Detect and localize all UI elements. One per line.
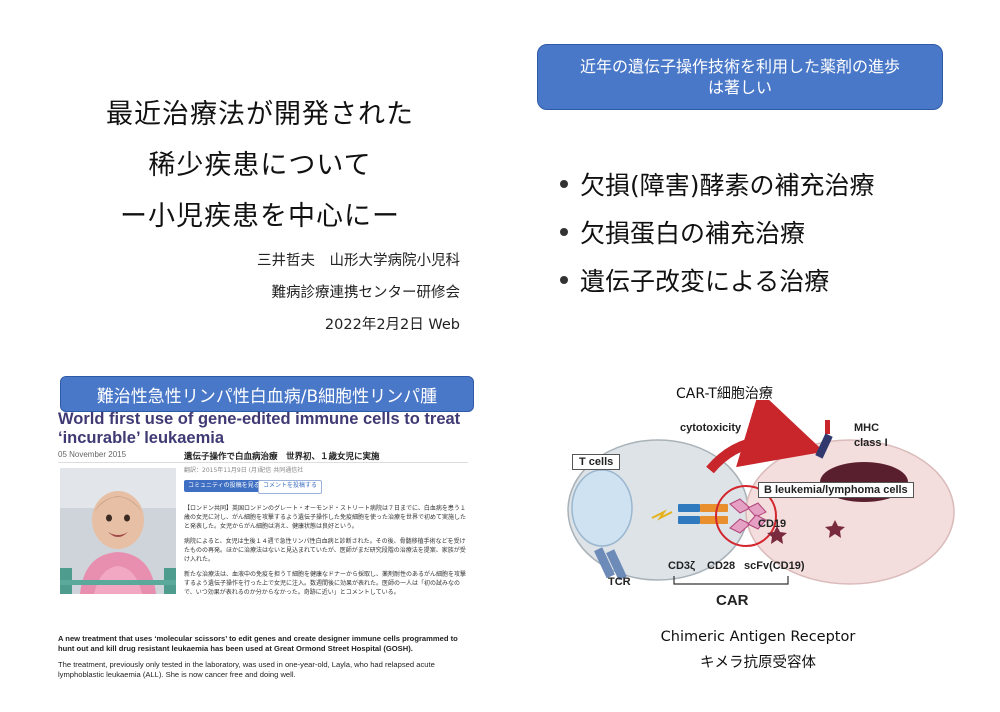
- title-line-3: ー小児疾患を中心にー: [120, 201, 400, 232]
- list-item: 欠損蛋白の補充治療: [560, 208, 875, 256]
- paragraph: 新たな治療法は、血液中の免疫を担うＴ細胞を健康なドナーから採取し、薬剤耐性のある…: [184, 571, 467, 596]
- cd28-label: CD28: [707, 560, 736, 572]
- en-article-body: A new treatment that uses ‘molecular sci…: [58, 634, 472, 686]
- news-article: World first use of gene-edited immune ce…: [44, 404, 476, 690]
- event-date: 2022年2月2日 Web: [324, 317, 460, 333]
- community-posts-button[interactable]: コミュニティの投稿を見る: [184, 480, 264, 492]
- event-name: 難病診療連携センター研修会: [271, 285, 461, 301]
- class-i-label: class I: [854, 437, 888, 449]
- title-line-1: 最近治療法が開発された: [106, 99, 414, 130]
- article-banner: 難治性急性リンパ性白血病/B細胞性リンパ腫: [60, 376, 474, 412]
- bullet-icon: [560, 228, 568, 236]
- jp-article-body: 【ロンドン共同】英国ロンドンのグレート・オーモンド・ストリート病院は７日までに、…: [184, 504, 470, 603]
- list-item: 欠損(障害)酵素の補充治療: [560, 160, 875, 208]
- post-comment-button[interactable]: コメントを投稿する: [258, 480, 323, 494]
- car-caption-jp: キメラ抗原受容体: [700, 655, 816, 671]
- patient-photo: [60, 468, 176, 594]
- list-item: 遺伝子改変による治療: [560, 256, 875, 304]
- callout-line-1: 近年の遺伝子操作技術を利用した薬剤の進歩: [579, 57, 900, 76]
- paragraph: A new treatment that uses ‘molecular sci…: [58, 634, 458, 653]
- cd3z-label: CD3ζ: [668, 560, 696, 572]
- callout-box: 近年の遺伝子操作技術を利用した薬剤の進歩 は著しい: [537, 44, 943, 110]
- car-t-diagram: T cells cytotoxicity MHC class I B leuke…: [560, 400, 960, 640]
- title-line-2: 稀少疾患について: [148, 150, 372, 181]
- cytotoxicity-label: cytotoxicity: [680, 422, 742, 434]
- scfv-label: scFv(CD19): [744, 560, 805, 572]
- tcr-label: TCR: [608, 576, 631, 588]
- car-caption-en: Chimeric Antigen Receptor: [660, 629, 856, 645]
- jp-article-meta: 翻訳：2015年11月9日 (月)配信 共同通信社: [184, 467, 304, 474]
- paragraph: 【ロンドン共同】英国ロンドンのグレート・オーモンド・ストリート病院は７日までに、…: [184, 505, 467, 530]
- bullet-icon: [560, 276, 568, 284]
- car-t-title: CAR-T細胞治療: [676, 386, 773, 402]
- author-affiliation: 三井哲夫 山形大学病院小児科: [257, 253, 460, 269]
- article-headline: World first use of gene-edited immune ce…: [58, 410, 461, 447]
- cd19-label: CD19: [758, 518, 787, 530]
- jp-article-headline: 遺伝子操作で白血病治療 世界初、１歳女児に実施: [184, 452, 380, 462]
- paragraph: The treatment, previously only tested in…: [58, 660, 435, 679]
- bullet-icon: [560, 180, 568, 188]
- t-cells-label: T cells: [572, 454, 621, 470]
- callout-line-2: は著しい: [707, 78, 772, 97]
- divider: [58, 462, 468, 463]
- article-date: 05 November 2015: [58, 450, 127, 459]
- car-label: CAR: [716, 592, 749, 609]
- b-cells-label: B leukemia/lymphoma cells: [758, 482, 914, 498]
- paragraph: 病院によると、女児は生後１４週で急性リンパ性白血病と診断された。その後、骨髄移植…: [184, 538, 466, 563]
- treatment-list: 欠損(障害)酵素の補充治療 欠損蛋白の補充治療 遺伝子改変による治療: [560, 160, 875, 304]
- mhc-label: MHC: [854, 422, 880, 434]
